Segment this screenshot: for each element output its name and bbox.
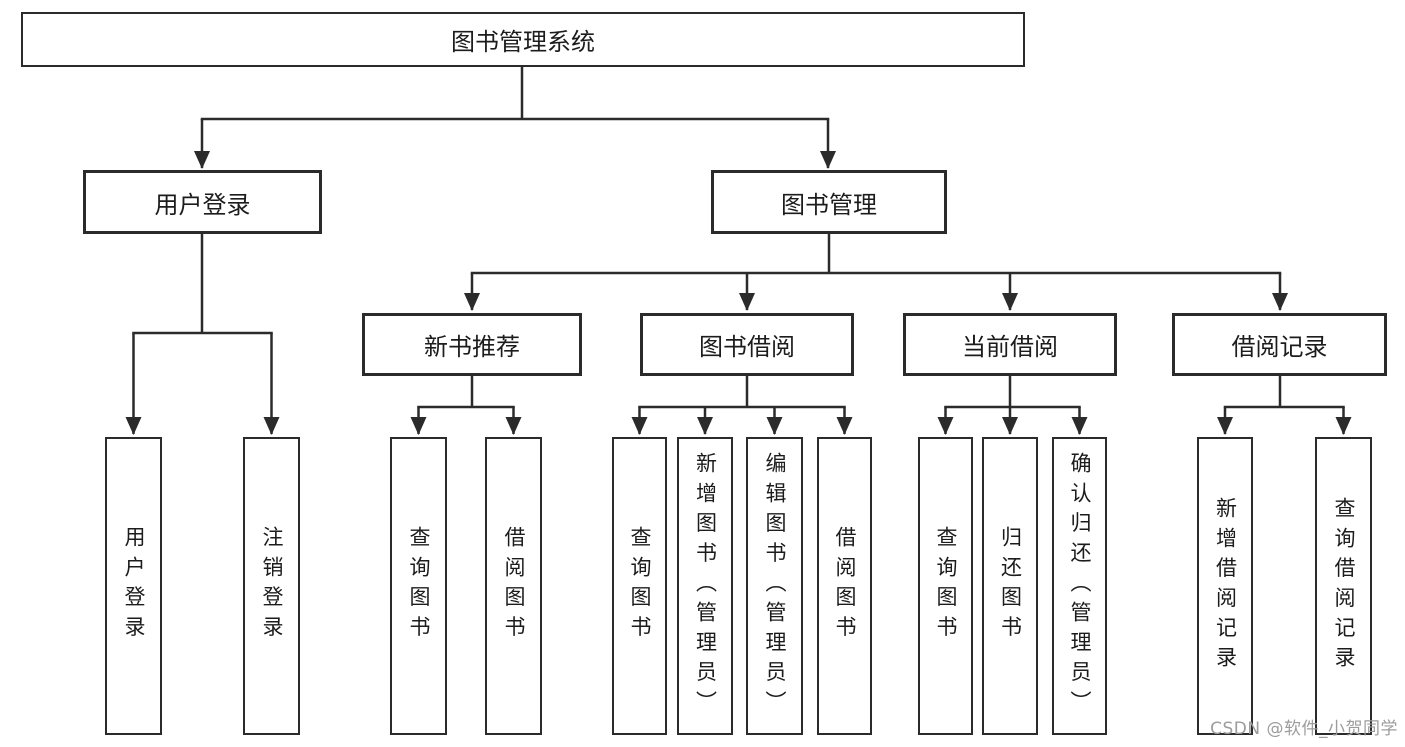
leaf-borrow-books-recommend: 借阅图书 [485, 437, 542, 735]
leaf-confirm-return-admin: 确认归还（管理员） [1052, 437, 1107, 735]
node-current-borrowing: 当前借阅 [903, 313, 1117, 376]
node-borrowing-records: 借阅记录 [1172, 313, 1387, 376]
leaf-query-books-current: 查询图书 [918, 437, 973, 735]
leaf-return-books: 归还图书 [982, 437, 1038, 735]
node-user-login: 用户登录 [83, 170, 322, 234]
leaf-user-login: 用户登录 [105, 437, 162, 735]
node-book-management: 图书管理 [711, 170, 947, 234]
leaf-add-borrow-record: 新增借阅记录 [1197, 437, 1253, 735]
node-library-system: 图书管理系统 [21, 12, 1025, 67]
node-book-borrowing: 图书借阅 [640, 313, 854, 376]
leaf-query-borrow-record: 查询借阅记录 [1315, 437, 1372, 735]
leaf-query-books-recommend: 查询图书 [390, 437, 447, 735]
watermark: CSDN @软件_小贺同学 [1210, 719, 1398, 739]
node-new-book-recommendation: 新书推荐 [362, 313, 582, 376]
leaf-query-books-borrowing: 查询图书 [612, 437, 667, 735]
leaf-borrow-books-borrowing: 借阅图书 [817, 437, 872, 735]
leaf-add-books-admin: 新增图书（管理员） [677, 437, 733, 735]
leaf-edit-books-admin: 编辑图书（管理员） [746, 437, 803, 735]
leaf-logout-login: 注销登录 [243, 437, 300, 735]
